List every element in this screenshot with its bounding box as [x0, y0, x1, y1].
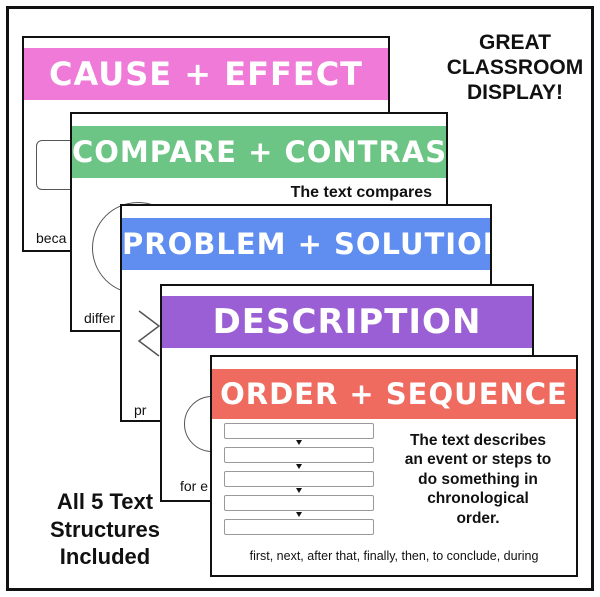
banner-problem-solution: PROBLEM + SOLUTION: [122, 218, 490, 270]
arrow-down-icon: [296, 488, 302, 493]
sequence-diagram: [224, 423, 376, 537]
description-line: The text describes: [409, 432, 547, 449]
callout-line: Structures: [49, 516, 161, 542]
sequence-step-box: [224, 447, 374, 463]
callout-line: GREAT: [479, 31, 551, 54]
callout-all-5-structures: All 5 Text Structures Included: [20, 488, 190, 571]
card-keywords-snippet: for e: [180, 478, 209, 494]
description-line: an event or steps to: [404, 451, 552, 469]
card-keywords-snippet: beca: [36, 230, 67, 246]
banner-cause-effect: CAUSE + EFFECT: [24, 48, 388, 100]
diagram-chevron: [134, 306, 164, 366]
card-description-text: The text describes an event or steps to …: [384, 431, 572, 528]
sequence-step-box: [224, 471, 374, 487]
banner-order-sequence: ORDER + SEQUENCE: [212, 369, 576, 419]
card-keywords: first, next, after that, finally, then, …: [249, 549, 539, 563]
callout-line: Included: [59, 544, 151, 569]
card-keywords-snippet: pr: [134, 402, 147, 418]
sequence-step-box: [224, 423, 374, 439]
banner-compare-contrast: COMPARE + CONTRAST: [72, 126, 446, 178]
description-line: order.: [456, 509, 500, 527]
card-description-snippet: The text compares: [290, 184, 432, 201]
callout-line: CLASSROOM: [446, 56, 584, 80]
description-line: do something in: [418, 470, 538, 488]
callout-line: DISPLAY!: [466, 81, 564, 105]
arrow-down-icon: [296, 440, 302, 445]
card-keywords-snippet: differ: [84, 310, 115, 326]
arrow-down-icon: [296, 512, 302, 517]
callout-line: All 5 Text: [56, 489, 154, 514]
sequence-step-box: [224, 495, 374, 511]
arrow-down-icon: [296, 464, 302, 469]
card-order-sequence: ORDER + SEQUENCE The text describes an e…: [210, 355, 578, 577]
callout-great-classroom-display: GREAT CLASSROOM DISPLAY!: [430, 30, 600, 106]
description-line: chronological: [427, 490, 529, 508]
sequence-step-box: [224, 519, 374, 535]
banner-description: DESCRIPTION: [162, 296, 532, 348]
